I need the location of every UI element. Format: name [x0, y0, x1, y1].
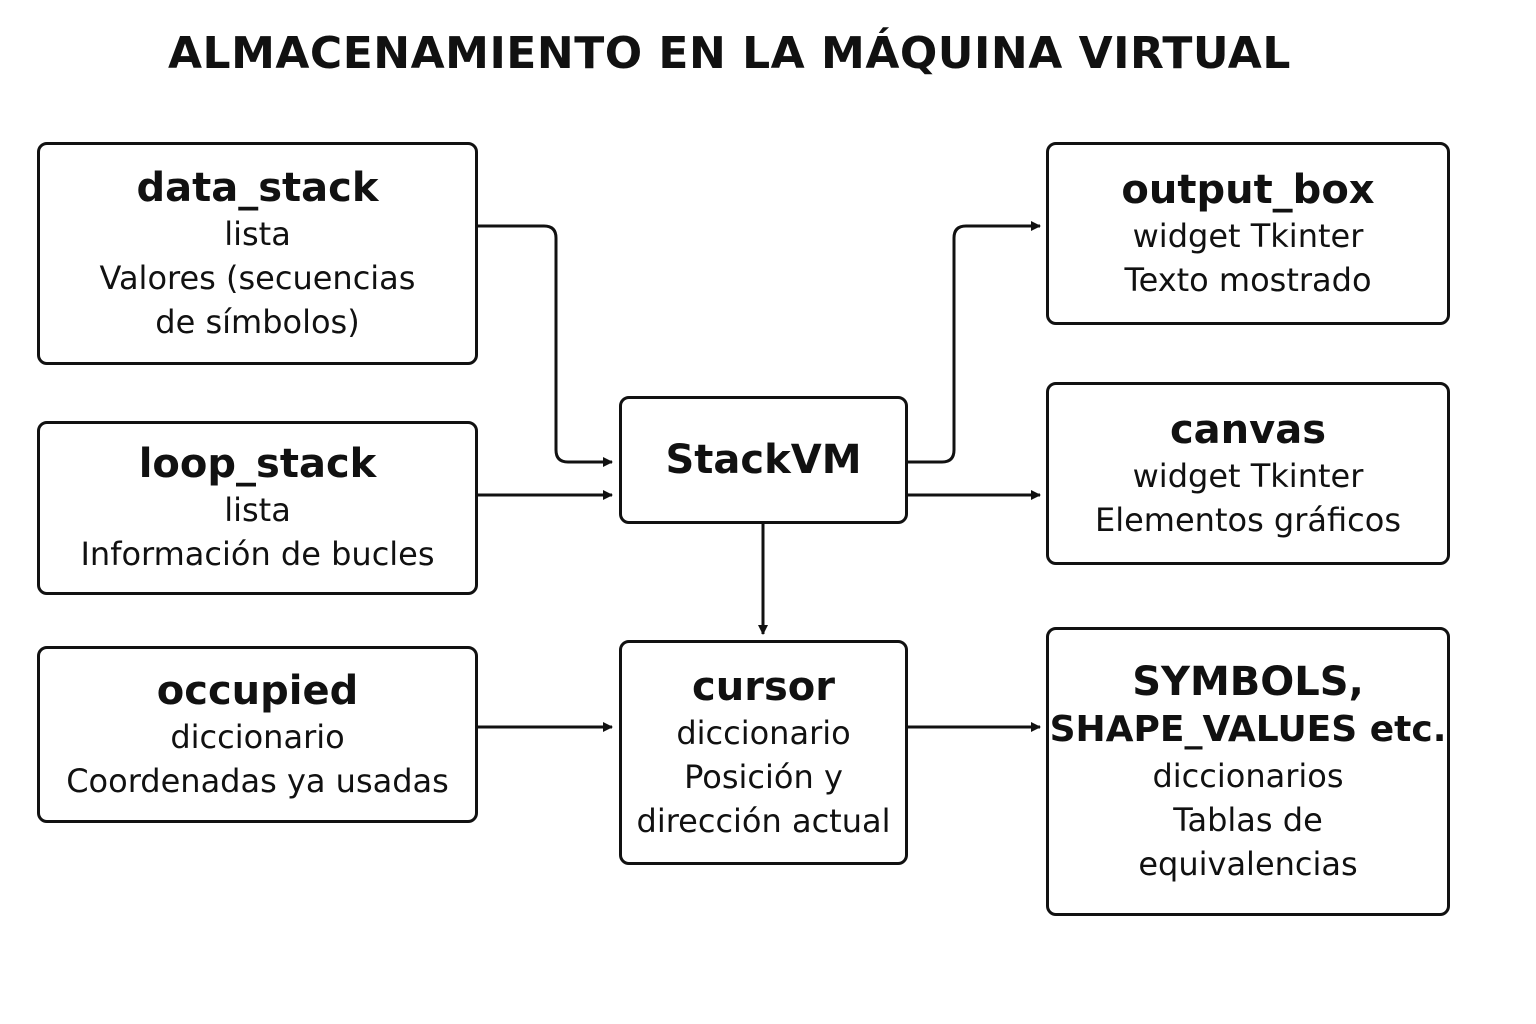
- cursor-desc-1: Posición y: [684, 757, 843, 796]
- cursor-name: cursor: [692, 663, 835, 710]
- output-box-desc: Texto mostrado: [1124, 260, 1372, 299]
- symbols-name-2: SHAPE_VALUES etc.: [1049, 708, 1447, 750]
- stackvm-name: StackVM: [665, 437, 862, 483]
- symbols-type: diccionarios: [1152, 756, 1344, 795]
- canvas-desc: Elementos gráficos: [1095, 500, 1401, 539]
- data-stack-desc-2: de símbolos): [155, 302, 360, 341]
- diagram-title: ALMACENAMIENTO EN LA MÁQUINA VIRTUAL: [168, 28, 1291, 79]
- output-box-name: output_box: [1121, 166, 1375, 213]
- canvas-type: widget Tkinter: [1132, 456, 1364, 495]
- symbols-desc-1: Tablas de: [1173, 800, 1323, 839]
- arrow-stackvm-to-output-box: [908, 221, 1041, 464]
- symbols-desc-2: equivalencias: [1138, 844, 1358, 883]
- data-stack-box: data_stack lista Valores (secuencias de …: [37, 142, 478, 365]
- canvas-name: canvas: [1169, 406, 1327, 453]
- loop-stack-box: loop_stack lista Información de bucles: [37, 421, 478, 595]
- cursor-desc-2: dirección actual: [636, 801, 891, 840]
- stackvm-box: StackVM: [619, 396, 908, 524]
- arrow-data-stack-to-stackvm: [478, 224, 613, 467]
- symbols-box: SYMBOLS, SHAPE_VALUES etc. diccionarios …: [1046, 627, 1450, 916]
- loop-stack-type: lista: [224, 491, 291, 529]
- occupied-box: occupied diccionario Coordenadas ya usad…: [37, 646, 478, 823]
- cursor-box: cursor diccionario Posición y dirección …: [619, 640, 908, 865]
- data-stack-name: data_stack: [136, 164, 379, 211]
- occupied-type: diccionario: [170, 717, 345, 756]
- symbols-name-1: SYMBOLS,: [1132, 658, 1364, 705]
- loop-stack-name: loop_stack: [138, 441, 377, 487]
- loop-stack-desc: Información de bucles: [80, 535, 435, 573]
- data-stack-type: lista: [224, 214, 291, 253]
- output-box-type: widget Tkinter: [1132, 216, 1364, 255]
- cursor-type: diccionario: [676, 713, 851, 752]
- occupied-name: occupied: [156, 667, 359, 714]
- occupied-desc: Coordenadas ya usadas: [66, 761, 449, 800]
- data-stack-desc-1: Valores (secuencias: [99, 258, 416, 297]
- output-box-box: output_box widget Tkinter Texto mostrado: [1046, 142, 1450, 325]
- canvas-box: canvas widget Tkinter Elementos gráficos: [1046, 382, 1450, 565]
